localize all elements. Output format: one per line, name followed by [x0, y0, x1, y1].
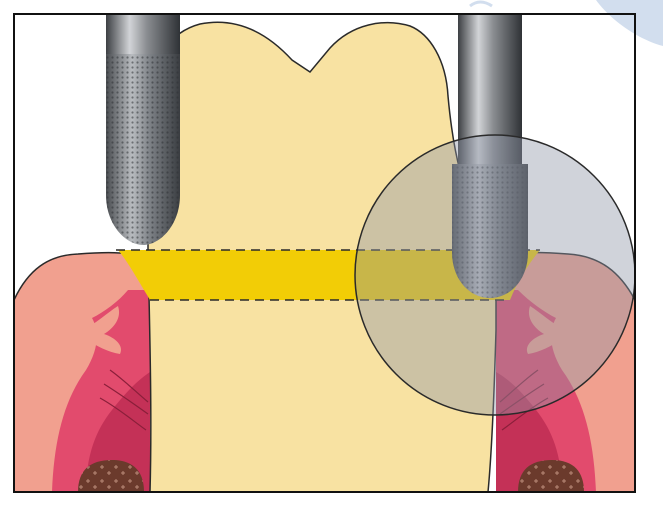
gingiva-left: [14, 253, 150, 493]
magnifier-circle: [355, 135, 635, 415]
diamond-bur-left: [106, 14, 180, 245]
